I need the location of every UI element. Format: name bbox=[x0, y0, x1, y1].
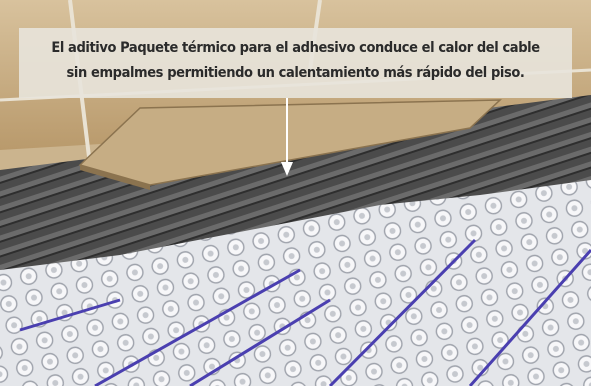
caption-line-2: sin empalmes permitiendo un calentamient… bbox=[66, 65, 525, 81]
caption-box: El aditivo Paquete térmico para el adhes… bbox=[19, 28, 572, 98]
caption-line-1: El aditivo Paquete térmico para el adhes… bbox=[51, 40, 540, 56]
heating-cable-icon bbox=[19, 238, 591, 386]
arrow-down-icon bbox=[281, 98, 293, 176]
